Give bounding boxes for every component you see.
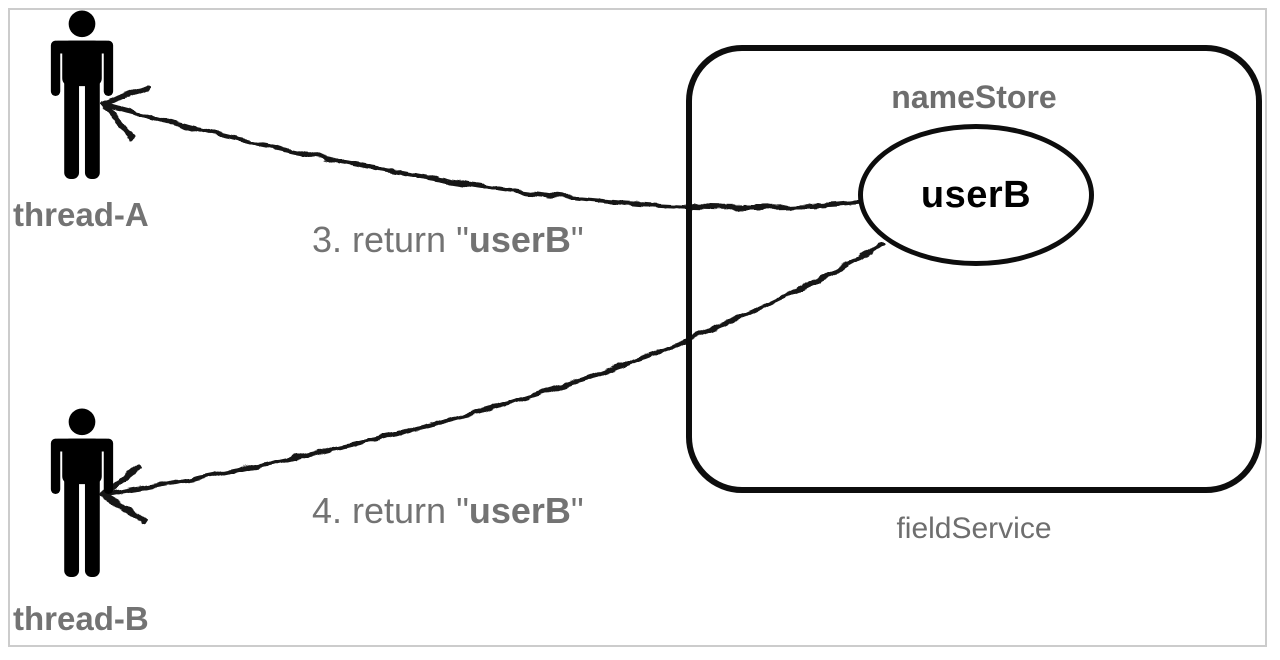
user-b-node-label: userB <box>920 173 1032 216</box>
message-label-3: 3. return "userB" <box>312 219 584 261</box>
person-icon <box>50 408 114 578</box>
actor-label-thread-a: thread-A <box>13 196 149 233</box>
person-icon <box>50 10 114 180</box>
message-label-4: 4. return "userB" <box>312 490 584 532</box>
actor-thread-a <box>49 10 115 180</box>
message-4-prefix: 4. return " <box>312 490 469 531</box>
field-service-box: nameStore <box>686 45 1262 493</box>
name-store-title: nameStore <box>891 79 1057 115</box>
user-b-node: userB <box>858 124 1094 266</box>
message-4-suffix: " <box>570 490 584 531</box>
message-3-emphasis: userB <box>468 219 571 260</box>
message-3-prefix: 3. return " <box>312 219 469 260</box>
actor-thread-b <box>49 408 115 578</box>
message-4-emphasis: userB <box>468 490 571 531</box>
message-3-suffix: " <box>570 219 584 260</box>
actor-label-thread-b: thread-B <box>13 600 149 637</box>
field-service-caption: fieldService <box>896 512 1052 545</box>
